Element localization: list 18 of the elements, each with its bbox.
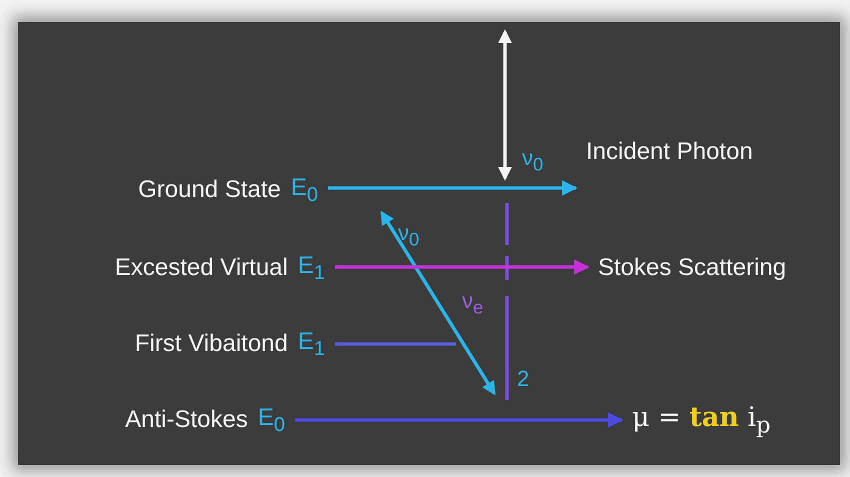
frequency-label: ν$_{0}$ [522,145,544,176]
state-label: Anti-Stokes [125,406,248,434]
energy-symbol: E$_{1}$ [298,252,325,284]
state-label: First Vibaitond [134,330,288,358]
state-label: Excested Virtual [114,254,288,282]
arrow [328,180,578,196]
state-label: Ground State [138,176,281,204]
process-label: Stokes Scattering [598,254,786,282]
number-label: 2 [517,366,530,392]
process-label: Incident Photon [586,138,753,166]
frequency-label: ν$_{e}$ [462,288,484,318]
energy-symbol: E$_{0}$ [290,174,318,206]
energy-symbol: E$_{1}$ [298,328,325,360]
arrow [335,259,590,275]
frequency-label: ν$_{0}$ [398,220,420,250]
formula-text: μ = tan i$_{p}$ [632,402,771,438]
energy-symbol: E$_{0}$ [258,404,285,436]
arrow [295,412,624,428]
